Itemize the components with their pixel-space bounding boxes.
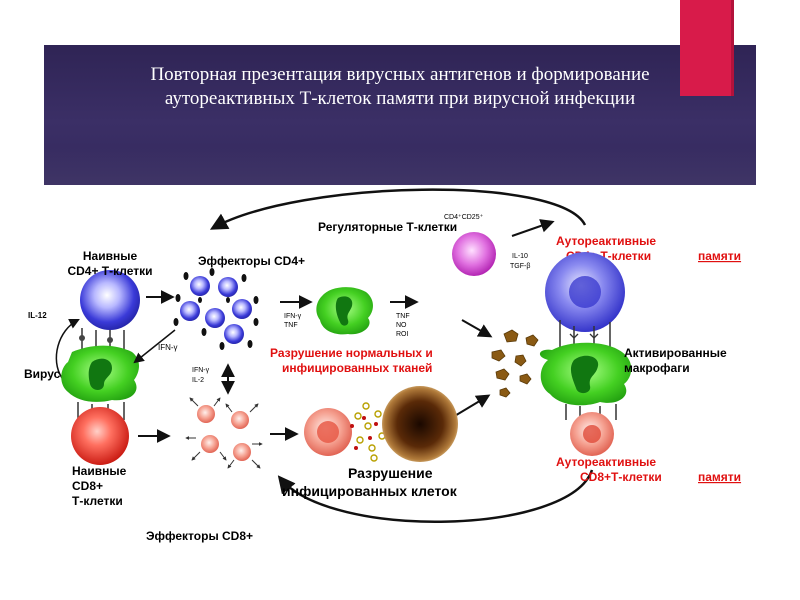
loop-arrow-top: [209, 188, 587, 230]
accent-bookmark: [680, 0, 734, 96]
naive-cd4-label-2: CD4+ Т-клетки: [67, 264, 152, 278]
naive-cd8-label-2: CD8+: [72, 479, 103, 493]
destruction-tissue-label-1: Разрушение нормальных и: [270, 346, 433, 360]
naive-cd4-label-1: Наивные: [83, 249, 138, 263]
destruction-tissue-label-2: инфицированных тканей: [282, 361, 432, 375]
ifn-il2-label-1: IFN-γ: [192, 367, 210, 374]
title-banner: [44, 45, 756, 185]
antigen-debris: [491, 329, 539, 398]
title-line-2: аутореактивных Т-клеток памяти при вирус…: [164, 88, 636, 109]
cd4cd25-label: CD4⁺CD25⁺: [444, 214, 484, 221]
effectors-cd8-label: Эффекторы CD8+: [146, 529, 253, 543]
il12-arrow: [55, 319, 80, 379]
infected-target-cell: [382, 386, 458, 462]
title-line-1: Повторная презентация вирусных антигенов…: [150, 64, 650, 85]
destruction-cells-label-2: инфицированных клеток: [282, 483, 458, 499]
apc-nucleus: [88, 358, 112, 390]
auto-cd4-label-1: Аутореактивные: [556, 234, 656, 248]
auto-cd8-label-1: Аутореактивные: [556, 455, 656, 469]
roi-label: ROI: [396, 331, 409, 338]
ifn-il2-label-2: IL-2: [192, 377, 204, 384]
cd8-effectors-cluster: [185, 397, 263, 469]
ifn-tnf-label-1: IFN-γ: [284, 313, 302, 320]
auto-cd8-label-2: CD8+Т-клетки: [580, 470, 662, 484]
virus-label: Вирус: [24, 367, 61, 381]
destruction-cells-label-1: Разрушение: [348, 465, 433, 481]
reg-t-label: Регуляторные Т-клетки: [318, 220, 457, 234]
treg-to-autoreactive-arrow: [511, 219, 555, 237]
tnf-label: TNF: [396, 313, 410, 320]
naive-cd8-label-1: Наивные: [72, 464, 127, 478]
effectors-cd4-label: Эффекторы CD4+: [198, 254, 305, 268]
cd4-effectors-cluster: [173, 268, 259, 350]
naive-cd4-cell: [80, 270, 140, 330]
tgfb-label: TGF-β: [510, 263, 530, 270]
regulatory-t-cell: [452, 232, 496, 276]
arrow-to-debris-upper: [461, 319, 493, 338]
memory-bottom-label: памяти: [698, 470, 741, 484]
il10-label: IL-10: [512, 253, 528, 260]
ifn-left-label: IFN-γ: [158, 343, 178, 352]
ifn-left-arrow: [133, 329, 176, 364]
activated-label-1: Активированные: [624, 346, 727, 360]
activated-label-2: макрофаги: [624, 361, 690, 375]
slide-title: Повторная презентация вирусных антигенов…: [44, 63, 756, 111]
memory-top-label: памяти: [698, 249, 741, 263]
naive-cd8-cell: [71, 407, 129, 465]
granzyme-granules: [354, 402, 386, 462]
ifn-tnf-label-2: TNF: [284, 322, 298, 329]
naive-cd8-label-3: Т-клетки: [72, 494, 123, 508]
no-label: NO: [396, 322, 407, 329]
il12-label: IL-12: [28, 311, 47, 320]
loop-arrow-bottom: [277, 469, 594, 523]
